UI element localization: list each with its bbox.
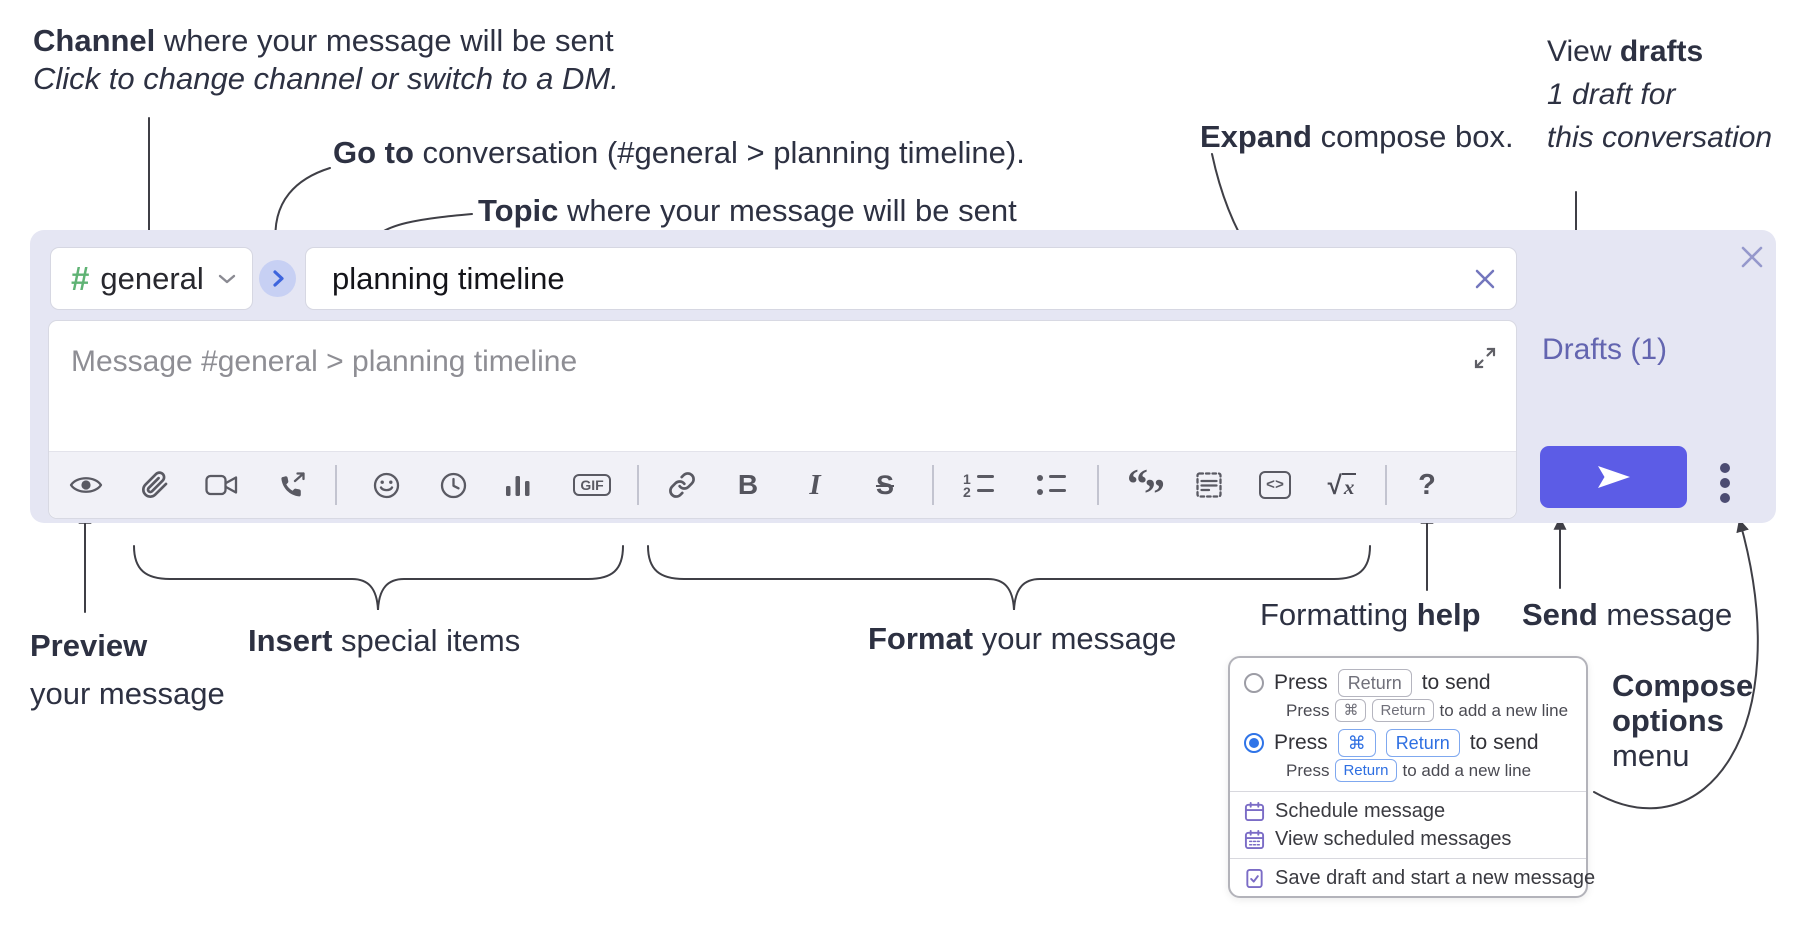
- menu-divider: [1230, 858, 1586, 859]
- annotation-view-drafts: View drafts 1 draft for this conversatio…: [1547, 35, 1773, 154]
- channel-name: general: [100, 260, 204, 296]
- toolbar-divider: [932, 465, 934, 505]
- bulleted-list-icon: [1035, 472, 1067, 499]
- chevron-right-icon: [272, 270, 284, 287]
- paperclip-icon: [142, 471, 168, 498]
- menu-item-view-scheduled-messages[interactable]: View scheduled messages: [1230, 825, 1586, 853]
- link-icon: [669, 472, 695, 498]
- annotation-expand: Expand compose box.: [1200, 119, 1514, 154]
- menu-option-cmd-enter-sends-subtext: Press Return to add a new line: [1230, 759, 1586, 786]
- cmd-keycap: ⌘: [1335, 699, 1367, 722]
- strikethrough-icon: S: [875, 469, 894, 500]
- code-button[interactable]: <>: [1253, 463, 1297, 507]
- close-compose-icon[interactable]: [1740, 245, 1764, 269]
- annotation-format: Format your message: [868, 621, 1177, 656]
- insert-brace: [133, 545, 624, 611]
- latex-math-icon: √x: [1327, 469, 1357, 500]
- video-camera-icon: [204, 474, 237, 496]
- question-mark-icon: ?: [1418, 468, 1436, 501]
- smiley-icon: [373, 472, 399, 498]
- topic-input-value: planning timeline: [332, 260, 565, 296]
- annotation-compose-options: Compose options menu: [1612, 668, 1754, 773]
- italic-icon: I: [809, 468, 821, 501]
- formatting-help-button[interactable]: ?: [1405, 463, 1449, 507]
- menu-option-cmd-enter-sends[interactable]: Press ⌘ Return to send: [1230, 726, 1586, 759]
- channel-hash-icon: #: [71, 259, 90, 297]
- menu-item-schedule-message[interactable]: Schedule message: [1230, 797, 1586, 825]
- menu-divider: [1230, 791, 1586, 792]
- time-button[interactable]: [431, 463, 475, 507]
- link-button[interactable]: [660, 463, 704, 507]
- annotation-preview: Preview your message: [30, 628, 225, 711]
- expand-compose-icon[interactable]: [1474, 347, 1496, 369]
- topic-input[interactable]: planning timeline: [305, 247, 1517, 310]
- bulleted-list-button[interactable]: [1029, 463, 1073, 507]
- calendar-grid-icon: [1244, 829, 1265, 849]
- bold-button[interactable]: B: [726, 463, 770, 507]
- quote-icon: “”: [1127, 462, 1165, 518]
- return-keycap: Return: [1337, 669, 1412, 697]
- menu-option-enter-sends[interactable]: Press Return to send: [1230, 666, 1586, 699]
- radio-unselected-icon[interactable]: [1244, 673, 1264, 693]
- send-button[interactable]: [1540, 446, 1687, 508]
- code-icon: <>: [1259, 471, 1291, 499]
- bold-icon: B: [737, 469, 759, 500]
- phone-call-icon: [281, 471, 305, 496]
- ellipsis-icon: [1720, 463, 1730, 473]
- spoiler-button[interactable]: [1187, 463, 1231, 507]
- drafts-link[interactable]: Drafts (1): [1542, 333, 1668, 366]
- cmd-keycap: ⌘: [1337, 729, 1376, 757]
- compose-box: # general planning timeline Message #gen…: [30, 230, 1776, 523]
- send-icon: [1597, 466, 1630, 488]
- annotation-send: Send message: [1522, 597, 1733, 632]
- menu-option-enter-sends-subtext: Press ⌘ Return to add a new line: [1230, 699, 1586, 726]
- toolbar-divider: [1385, 465, 1387, 505]
- return-keycap: Return: [1372, 699, 1434, 722]
- radio-selected-icon[interactable]: [1244, 733, 1264, 753]
- preview-button[interactable]: [64, 463, 108, 507]
- spoiler-icon: [1196, 472, 1222, 498]
- quote-button[interactable]: “”: [1122, 462, 1166, 518]
- toolbar-divider: [637, 465, 639, 505]
- annotation-channel: Channel where your message will be sent …: [33, 23, 619, 96]
- annotation-channel-subline: Click to change channel or switch to a D…: [33, 61, 619, 96]
- return-keycap: Return: [1385, 729, 1460, 757]
- menu-item-save-draft-new-message[interactable]: Save draft and start a new message: [1230, 864, 1595, 892]
- toolbar-divider: [335, 465, 337, 505]
- save-draft-icon: [1246, 868, 1263, 888]
- attach-file-button[interactable]: [133, 463, 177, 507]
- chevron-down-icon: [218, 274, 236, 283]
- compose-options-menu-button[interactable]: [1714, 461, 1736, 505]
- message-input[interactable]: Message #general > planning timeline: [48, 320, 1517, 519]
- gif-icon: GIF: [573, 474, 611, 496]
- gif-button[interactable]: GIF: [570, 463, 614, 507]
- eye-icon: [69, 477, 103, 493]
- compose-toolbar: GIF B I S: [49, 451, 1516, 518]
- annotation-insert: Insert special items: [248, 623, 521, 658]
- annotation-channel-bold: Channel: [33, 23, 156, 58]
- clock-icon: [440, 472, 466, 498]
- emoji-button[interactable]: [364, 463, 408, 507]
- annotation-goto: Go to conversation (#general > planning …: [333, 135, 1025, 170]
- return-keycap: Return: [1335, 759, 1397, 782]
- poll-button[interactable]: [496, 463, 540, 507]
- toolbar-divider: [1097, 465, 1099, 505]
- numbered-list-icon: 1 2: [963, 472, 995, 499]
- math-button[interactable]: √x: [1320, 463, 1364, 507]
- bar-chart-icon: [506, 475, 530, 496]
- annotation-formatting-help: Formatting help: [1260, 597, 1481, 632]
- numbered-list-button[interactable]: 1 2: [957, 463, 1001, 507]
- audio-call-button[interactable]: [270, 463, 314, 507]
- go-to-conversation-button[interactable]: [259, 260, 296, 297]
- strikethrough-button[interactable]: S: [863, 463, 907, 507]
- italic-button[interactable]: I: [793, 463, 837, 507]
- message-placeholder: Message #general > planning timeline: [71, 345, 578, 378]
- clear-topic-icon[interactable]: [1474, 268, 1496, 290]
- calendar-icon: [1244, 801, 1265, 821]
- channel-selector[interactable]: # general: [50, 247, 253, 310]
- video-call-button[interactable]: [199, 463, 243, 507]
- compose-options-menu: Press Return to send Press ⌘ Return to a…: [1228, 656, 1595, 898]
- annotation-topic: Topic where your message will be sent: [478, 193, 1017, 228]
